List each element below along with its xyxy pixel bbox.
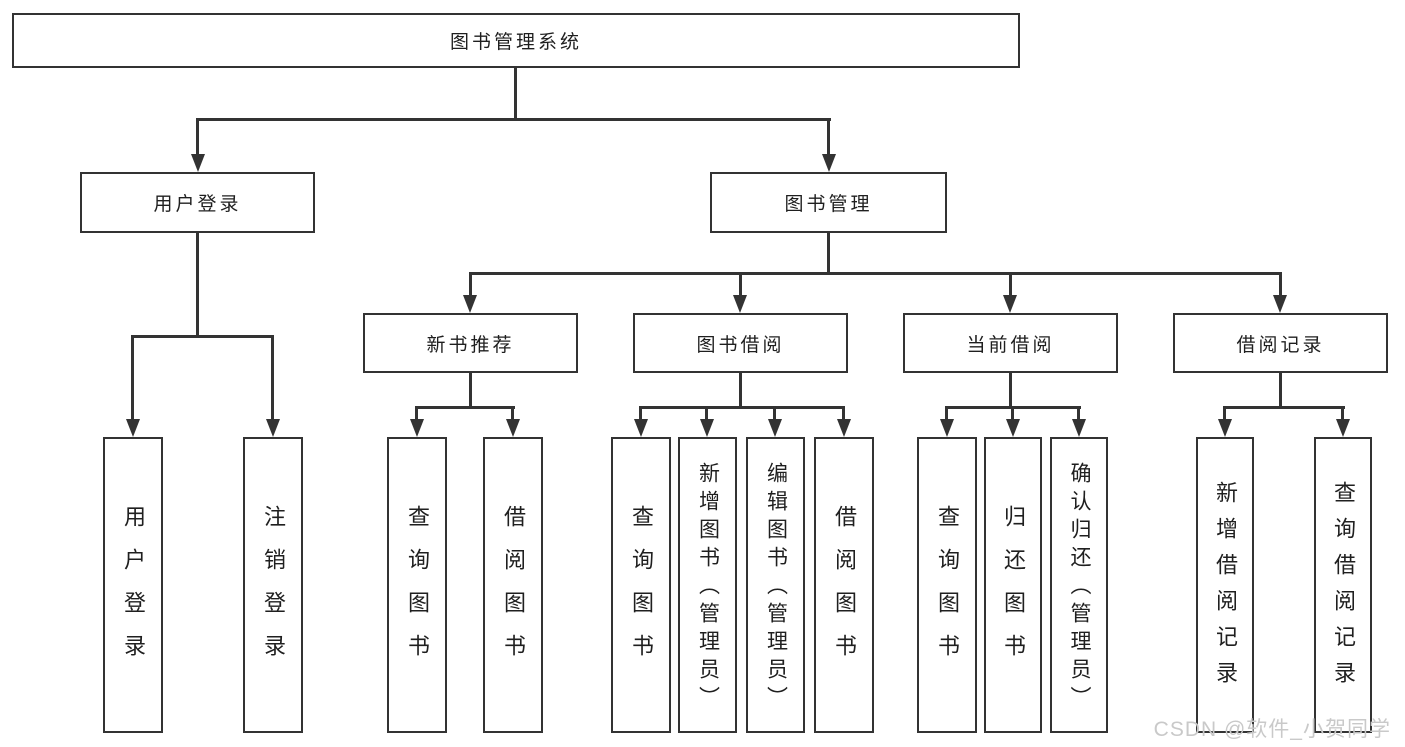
connector-line	[739, 373, 742, 409]
csdn-watermark: CSDN @软件_小贺同学	[1153, 718, 1391, 741]
node-label: 查询图书	[629, 505, 654, 677]
leaf-cb-confirm-return-admin: 确认归还（管理员）	[1050, 437, 1108, 733]
node-label: 查询图书	[405, 505, 430, 677]
node-label: 用户登录	[153, 194, 242, 215]
connector-line	[842, 406, 845, 421]
arrowhead-icon	[1072, 419, 1086, 437]
connector-line	[1077, 406, 1080, 421]
connector-line	[196, 118, 831, 121]
node-label: 借阅记录	[1236, 334, 1325, 356]
connector-line	[1223, 406, 1226, 421]
node-label: 查询借阅记录	[1331, 481, 1356, 697]
connector-line	[415, 406, 515, 409]
leaf-br-query-record: 查询借阅记录	[1314, 437, 1372, 733]
leaf-cb-return-books: 归还图书	[984, 437, 1042, 733]
leaf-nbr-query-books: 查询图书	[387, 437, 447, 733]
connector-line	[514, 68, 517, 118]
arrowhead-icon	[1006, 419, 1020, 437]
arrowhead-icon	[700, 419, 714, 437]
arrowhead-icon	[634, 419, 648, 437]
leaf-br-add-record: 新增借阅记录	[1196, 437, 1254, 733]
node-label: 确认归还（管理员）	[1068, 461, 1091, 714]
node-label: 新增图书（管理员）	[696, 461, 720, 714]
node-label: 用户登录	[121, 505, 146, 677]
connector-line	[1223, 406, 1345, 409]
connector-line	[511, 406, 514, 421]
connector-line	[131, 335, 274, 338]
node-label: 归还图书	[1001, 505, 1026, 677]
leaf-logout: 注销登录	[243, 437, 303, 733]
connector-line	[639, 406, 845, 409]
leaf-bb-add-books-admin: 新增图书（管理员）	[678, 437, 737, 733]
connector-line	[639, 406, 642, 421]
arrowhead-icon	[1218, 419, 1232, 437]
connector-line	[827, 233, 830, 275]
connector-line	[469, 373, 472, 409]
arrowhead-icon	[1003, 295, 1017, 313]
arrowhead-icon	[1336, 419, 1350, 437]
connector-line	[469, 272, 472, 297]
arrowhead-icon	[463, 295, 477, 313]
connector-line	[1009, 272, 1012, 297]
arrowhead-icon	[733, 295, 747, 313]
leaf-user-login: 用户登录	[103, 437, 163, 733]
node-root: 图书管理系统	[12, 13, 1020, 68]
connector-line	[1279, 272, 1282, 297]
connector-line	[1341, 406, 1344, 421]
arrowhead-icon	[768, 419, 782, 437]
node-user-login: 用户登录	[80, 172, 315, 233]
connector-line	[773, 406, 776, 421]
connector-line	[739, 272, 742, 297]
node-label: 图书借阅	[696, 334, 785, 356]
node-label: 注销登录	[261, 505, 286, 677]
connector-line	[1279, 373, 1282, 409]
leaf-cb-query-books: 查询图书	[917, 437, 977, 733]
connector-line	[705, 406, 708, 421]
arrowhead-icon	[126, 419, 140, 437]
connector-line	[827, 118, 830, 158]
connector-line	[1011, 406, 1014, 421]
leaf-bb-query-books: 查询图书	[611, 437, 671, 733]
arrowhead-icon	[1273, 295, 1287, 313]
leaf-bb-borrow-books: 借阅图书	[814, 437, 874, 733]
node-current-borrow: 当前借阅	[903, 313, 1118, 373]
node-borrow-records: 借阅记录	[1173, 313, 1388, 373]
node-label: 图书管理	[784, 194, 873, 215]
connector-line	[196, 233, 199, 335]
arrowhead-icon	[191, 154, 205, 172]
node-book-borrow: 图书借阅	[633, 313, 848, 373]
connector-line	[415, 406, 418, 421]
arrowhead-icon	[506, 419, 520, 437]
arrowhead-icon	[410, 419, 424, 437]
connector-line	[131, 335, 134, 421]
connector-line	[469, 272, 1282, 275]
connector-line	[945, 406, 948, 421]
node-label: 查询图书	[935, 505, 960, 677]
leaf-bb-edit-books-admin: 编辑图书（管理员）	[746, 437, 805, 733]
node-label: 当前借阅	[966, 334, 1055, 356]
node-label: 借阅图书	[501, 505, 526, 677]
node-label: 编辑图书（管理员）	[764, 461, 788, 714]
arrowhead-icon	[940, 419, 954, 437]
node-new-book-recommend: 新书推荐	[363, 313, 578, 373]
node-label: 图书管理系统	[449, 32, 582, 53]
node-book-management: 图书管理	[710, 172, 947, 233]
connector-line	[1009, 373, 1012, 409]
node-label: 借阅图书	[832, 505, 857, 677]
arrowhead-icon	[837, 419, 851, 437]
leaf-nbr-borrow-books: 借阅图书	[483, 437, 543, 733]
node-label: 新书推荐	[426, 334, 515, 356]
node-label: 新增借阅记录	[1213, 481, 1238, 697]
connector-line	[196, 118, 199, 158]
arrowhead-icon	[822, 154, 836, 172]
arrowhead-icon	[266, 419, 280, 437]
connector-line	[271, 335, 274, 421]
